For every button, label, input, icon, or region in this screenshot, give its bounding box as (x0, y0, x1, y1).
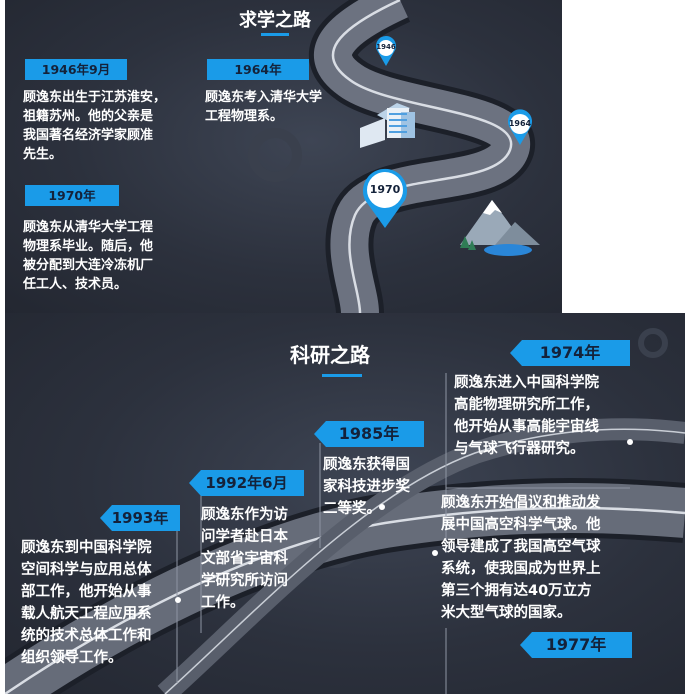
pin-1964-label: 1964 (508, 119, 532, 128)
section-title: 求学之路 (239, 10, 311, 31)
date-tag: 1977年 (520, 632, 632, 658)
pin-1970-icon (363, 168, 407, 228)
timeline-dot (379, 504, 385, 510)
mountain-icon (460, 200, 540, 256)
pin-1970-label: 1970 (369, 183, 401, 196)
pin-1946-label: 1946 (376, 43, 396, 51)
title-underline (261, 33, 289, 36)
timeline-dot (627, 439, 633, 445)
education-panel: 1946 1964 1970 求学之路 1946年9月 顾逸东出生于江苏淮安， … (5, 0, 562, 313)
timeline-dot (432, 550, 438, 556)
road-illustration (248, 0, 540, 313)
section-title: 科研之路 (290, 343, 370, 367)
date-tag: 1970年 (25, 185, 119, 206)
date-tag: 1985年 (314, 421, 424, 447)
date-tag: 1974年 (510, 340, 630, 366)
date-tag: 1992年6月 (189, 470, 304, 496)
date-tag: 1946年9月 (25, 59, 127, 80)
pin-1964-icon (508, 109, 533, 145)
date-tag: 1993年 (100, 505, 180, 531)
road-illustration (5, 328, 685, 694)
pin-1946-icon (376, 36, 396, 66)
date-tag: 1964年 (207, 59, 309, 80)
title-underline (322, 374, 362, 377)
timeline-dot (175, 597, 181, 603)
research-panel: 科研之路 1974年 顾逸东进入中国科学院 高能物理研究所工作， 他开始从事高能… (5, 313, 685, 694)
buildings-icon (360, 103, 415, 148)
